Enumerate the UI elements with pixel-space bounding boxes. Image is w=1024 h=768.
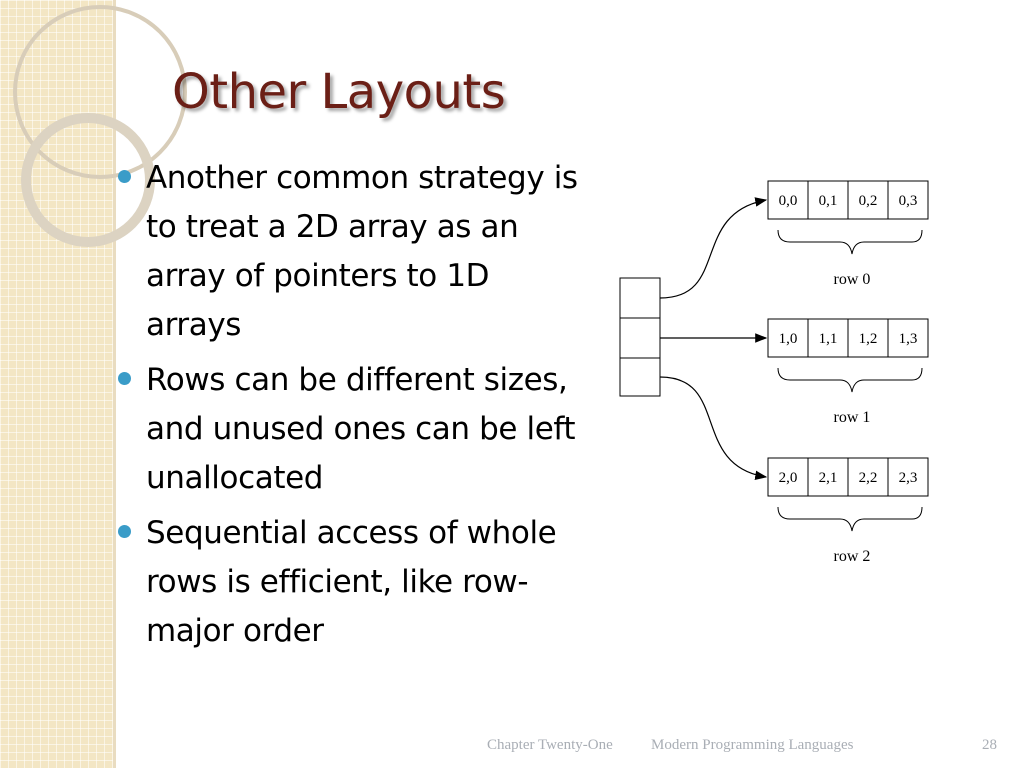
row-label: row 0	[834, 271, 871, 288]
array-cell-label: 2,3	[899, 470, 918, 486]
array-cell-label: 0,0	[779, 193, 798, 209]
row-array-1: 1,0 1,1 1,2 1,3 row 1	[767, 318, 929, 426]
pointer-array	[619, 277, 661, 397]
pointer-arrow	[659, 197, 768, 299]
bullet-text: Another common strategy is to treat a 2D…	[146, 160, 578, 343]
bullet-icon	[118, 372, 131, 385]
array-cell-label: 0,1	[819, 193, 838, 209]
bullet-item: Another common strategy is to treat a 2D…	[118, 154, 588, 350]
row-array-0: 0,0 0,1 0,2 0,3 row 0	[767, 180, 929, 288]
row-label: row 1	[834, 409, 871, 426]
footer-page-number: 28	[982, 737, 997, 753]
bullet-item: Sequential access of whole rows is effic…	[118, 509, 588, 656]
array-cell-label: 1,2	[859, 331, 878, 347]
bullet-item: Rows can be different sizes, and unused …	[118, 356, 588, 503]
pointer-cell	[619, 357, 661, 397]
decorative-circles	[13, 5, 187, 247]
pointer-arrow	[659, 376, 768, 481]
footer-book-title: Modern Programming Languages	[651, 737, 854, 753]
array-cell-label: 0,3	[899, 193, 918, 209]
array-cell-label: 1,0	[779, 331, 798, 347]
bullet-icon	[118, 170, 131, 183]
array-cell-label: 1,3	[899, 331, 918, 347]
array-cell-label: 0,2	[859, 193, 878, 209]
pointer-array-diagram: 0,0 0,1 0,2 0,3 row 0 1,0 1,1 1,2 1,3 ro…	[619, 180, 929, 565]
row-brace	[777, 506, 923, 532]
bullet-list: Another common strategy is to treat a 2D…	[118, 154, 588, 662]
footer-chapter: Chapter Twenty-One	[487, 737, 613, 753]
row-brace	[777, 229, 923, 255]
bullet-icon	[118, 525, 131, 538]
side-panel-edge	[113, 0, 116, 768]
array-cell-label: 2,2	[859, 470, 878, 486]
bullet-text: Sequential access of whole rows is effic…	[146, 515, 557, 649]
row-array-2: 2,0 2,1 2,2 2,3 row 2	[767, 457, 929, 565]
slide-title: Other Layouts	[172, 64, 506, 120]
pointer-cell	[619, 317, 661, 359]
bullet-text: Rows can be different sizes, and unused …	[146, 362, 576, 496]
row-label: row 2	[834, 548, 871, 565]
array-cell-label: 2,0	[779, 470, 798, 486]
pointer-cell	[619, 277, 661, 319]
array-cell-label: 2,1	[819, 470, 838, 486]
array-cell-label: 1,1	[819, 331, 838, 347]
row-brace	[777, 367, 923, 393]
